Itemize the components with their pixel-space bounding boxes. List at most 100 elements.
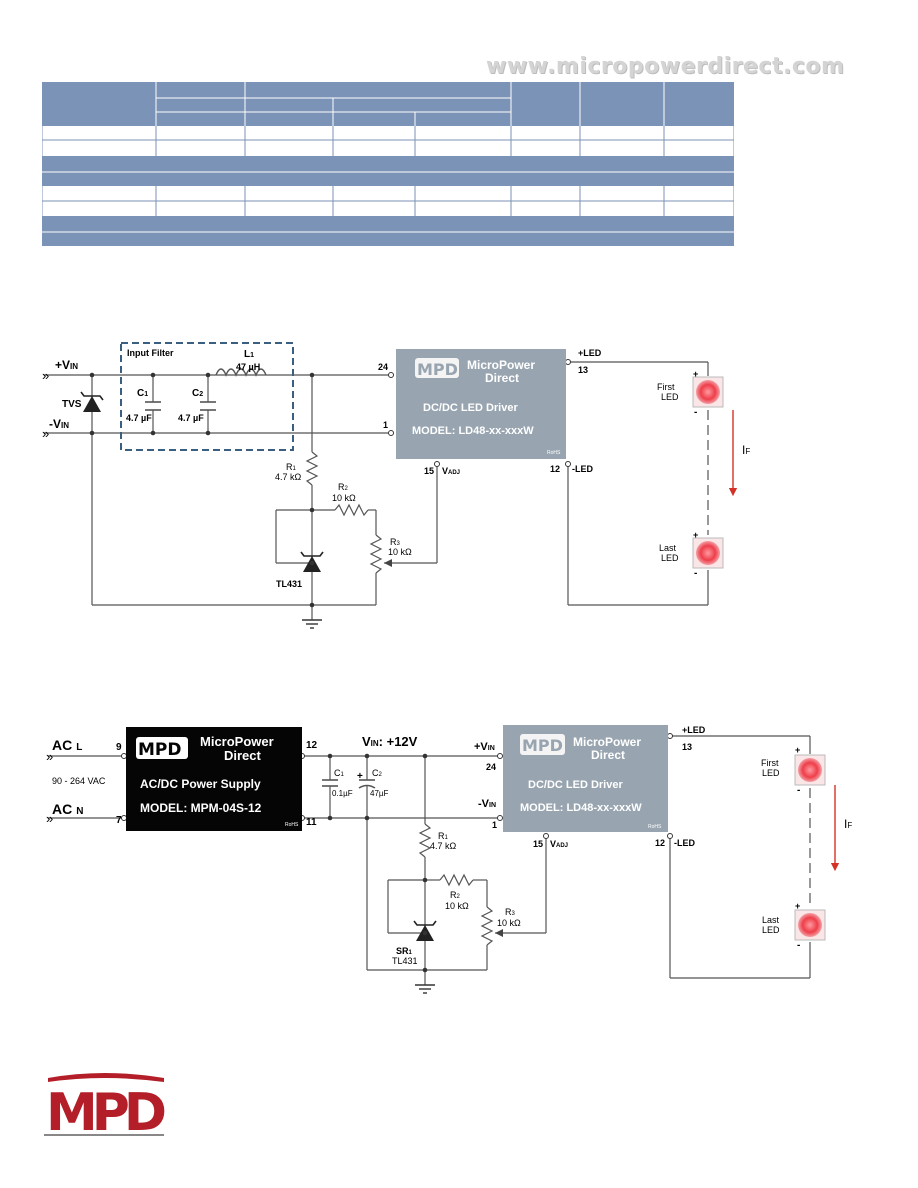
svg-text:Direct: Direct xyxy=(485,371,519,385)
svg-text:MicroPower: MicroPower xyxy=(573,735,641,749)
svg-text:+VIN: +VIN xyxy=(55,358,78,372)
svg-text:+VIN: +VIN xyxy=(474,741,495,753)
resistor-r2 xyxy=(439,873,474,887)
svg-text:Direct: Direct xyxy=(591,748,625,762)
table-header xyxy=(42,82,734,126)
svg-text:Direct: Direct xyxy=(224,748,262,763)
svg-text:+: + xyxy=(693,530,698,540)
svg-text:24: 24 xyxy=(486,762,496,772)
input-arrow-icon: » xyxy=(46,749,53,764)
mpd-logo-icon: MPD xyxy=(136,737,188,760)
svg-text:-LED: -LED xyxy=(674,838,695,848)
svg-text:Last: Last xyxy=(659,543,677,553)
svg-text:10 kΩ: 10 kΩ xyxy=(332,493,356,503)
svg-text:+: + xyxy=(693,369,698,379)
svg-text:R2: R2 xyxy=(338,482,349,492)
svg-text:MODEL: MPM-04S-12: MODEL: MPM-04S-12 xyxy=(140,801,262,815)
mpd-logo-icon: MPD xyxy=(415,358,459,379)
svg-text:MODEL: LD48-xx-xxxW: MODEL: LD48-xx-xxxW xyxy=(520,802,642,814)
svg-text:TL431: TL431 xyxy=(392,956,418,966)
mpd-logo: MPD xyxy=(44,1072,171,1145)
inductor-l1 xyxy=(215,368,267,377)
svg-text:R1: R1 xyxy=(286,462,297,472)
svg-text:VADJ: VADJ xyxy=(550,839,568,849)
svg-text:+LED: +LED xyxy=(578,348,602,358)
svg-text:9: 9 xyxy=(116,742,122,753)
svg-text:MicroPower: MicroPower xyxy=(467,358,535,372)
svg-text:C2: C2 xyxy=(372,768,383,778)
spec-table-grid xyxy=(41,82,735,248)
svg-text:24: 24 xyxy=(378,362,388,372)
svg-text:VADJ: VADJ xyxy=(442,466,460,476)
svg-text:AC/DC Power Supply: AC/DC Power Supply xyxy=(140,777,261,791)
svg-text:4.7 kΩ: 4.7 kΩ xyxy=(430,841,457,851)
svg-text:LED: LED xyxy=(762,925,780,935)
svg-text:RoHS: RoHS xyxy=(547,450,561,456)
svg-text:MPD: MPD xyxy=(138,740,182,760)
svg-text:12: 12 xyxy=(655,838,665,848)
svg-text:MicroPower: MicroPower xyxy=(200,734,274,749)
tl431-label: TL431 xyxy=(276,579,302,589)
svg-text:MPD: MPD xyxy=(46,1083,165,1140)
svg-text:47 µH: 47 µH xyxy=(236,362,260,372)
input-arrow-icon: » xyxy=(46,811,53,826)
input-arrow-icon: » xyxy=(42,368,49,383)
svg-text:4.7 kΩ: 4.7 kΩ xyxy=(275,472,302,482)
tvs-diode xyxy=(83,396,101,412)
svg-text:11: 11 xyxy=(306,817,317,828)
svg-text:47µF: 47µF xyxy=(370,789,389,798)
diagram-dc-input: » » Input Filter +VIN -VIN TVS C1 4.7 µF… xyxy=(0,330,918,640)
svg-text:RoHS: RoHS xyxy=(285,822,299,828)
svg-text:LED: LED xyxy=(661,392,679,402)
svg-text:4.7 µF: 4.7 µF xyxy=(126,413,152,423)
svg-text:15: 15 xyxy=(424,466,434,476)
svg-text:R2: R2 xyxy=(450,890,461,900)
svg-text:R1: R1 xyxy=(438,831,449,841)
svg-text:13: 13 xyxy=(682,742,692,752)
resistor-r2 xyxy=(334,503,369,517)
svg-text:-VIN: -VIN xyxy=(478,798,496,810)
svg-text:-: - xyxy=(694,407,697,418)
svg-text:10 kΩ: 10 kΩ xyxy=(497,918,521,928)
svg-text:DC/DC LED Driver: DC/DC LED Driver xyxy=(423,402,518,414)
potentiometer-r3 xyxy=(369,534,383,574)
tvs-label: TVS xyxy=(62,399,82,410)
svg-text:1: 1 xyxy=(383,420,388,430)
svg-text:13: 13 xyxy=(578,365,588,375)
svg-text:12: 12 xyxy=(550,464,560,474)
mpd-logo-icon: MPD xyxy=(520,734,565,755)
svg-text:R3: R3 xyxy=(505,907,516,917)
resistor-r1 xyxy=(418,823,432,858)
svg-text:-VIN: -VIN xyxy=(49,417,69,431)
svg-text:C2: C2 xyxy=(192,388,203,399)
svg-text:RoHS: RoHS xyxy=(648,824,662,830)
svg-text:VIN: +12V: VIN: +12V xyxy=(362,734,418,749)
svg-text:First: First xyxy=(657,382,675,392)
svg-text:LED: LED xyxy=(762,768,780,778)
svg-text:10 kΩ: 10 kΩ xyxy=(388,547,412,557)
svg-text:90 - 264 VAC: 90 - 264 VAC xyxy=(52,776,106,786)
svg-text:L1: L1 xyxy=(244,349,254,360)
ground-icon xyxy=(302,619,322,629)
svg-text:C1: C1 xyxy=(334,768,345,778)
svg-text:0.1µF: 0.1µF xyxy=(332,789,353,798)
svg-text:10 kΩ: 10 kΩ xyxy=(445,901,469,911)
svg-text:12: 12 xyxy=(306,740,318,751)
potentiometer-r3 xyxy=(480,906,494,946)
spec-table xyxy=(41,82,735,253)
input-arrow-icon: » xyxy=(42,426,49,441)
svg-text:+: + xyxy=(795,745,800,755)
svg-text:-LED: -LED xyxy=(572,464,593,474)
website-url[interactable]: www.micropowerdirect.com xyxy=(486,54,845,79)
svg-text:LED: LED xyxy=(661,553,679,563)
svg-text:+: + xyxy=(795,901,800,911)
svg-text:MPD: MPD xyxy=(522,736,563,755)
svg-text:1: 1 xyxy=(492,820,497,830)
svg-text:ACN: ACN xyxy=(52,801,83,817)
svg-text:4.7 µF: 4.7 µF xyxy=(178,413,204,423)
svg-text:MODEL: LD48-xx-xxxW: MODEL: LD48-xx-xxxW xyxy=(412,425,534,437)
svg-text:-: - xyxy=(797,785,800,796)
svg-text:SR1: SR1 xyxy=(396,946,413,956)
svg-text:R3: R3 xyxy=(390,537,401,547)
